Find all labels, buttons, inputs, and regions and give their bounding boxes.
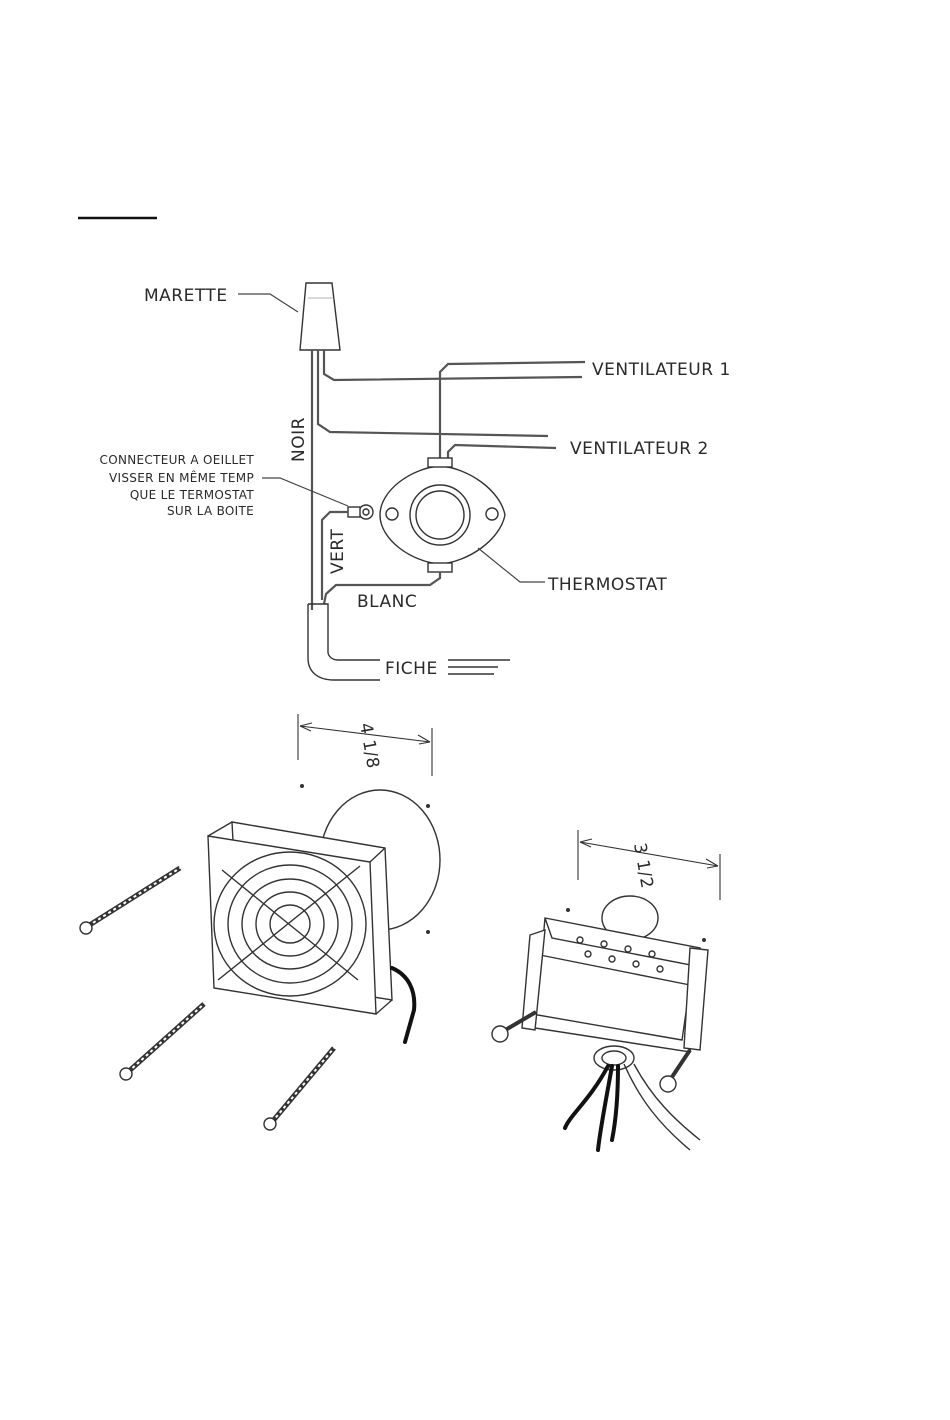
marette-label: MARETTE bbox=[144, 286, 228, 306]
connector-leader bbox=[262, 478, 348, 506]
noir-label: NOIR bbox=[289, 417, 309, 462]
ring-connector bbox=[348, 505, 373, 519]
box-dimension-label: 3 1/2 bbox=[629, 841, 657, 890]
wiring-diagram: MARETTE VENTILATEUR 1 VENTILATEUR 2 NOIR… bbox=[100, 283, 731, 680]
screw-icon bbox=[264, 1048, 334, 1130]
blanc-label: BLANC bbox=[357, 592, 417, 612]
fan-dimension-label: 4 1/8 bbox=[355, 721, 383, 770]
marette-wire-nut bbox=[300, 283, 340, 350]
box-body bbox=[535, 918, 700, 1052]
screw-icon bbox=[660, 1050, 690, 1092]
screw-icon bbox=[120, 1004, 204, 1080]
ventilateur-2-label: VENTILATEUR 2 bbox=[570, 439, 709, 459]
wire-thermostat-ventilateur-2 bbox=[448, 445, 556, 458]
marette-leader bbox=[238, 294, 298, 312]
connector-note-line-1: CONNECTEUR A OEILLET bbox=[100, 453, 255, 467]
ventilateur-1-label: VENTILATEUR 1 bbox=[592, 360, 731, 380]
fan-cable bbox=[392, 968, 414, 1042]
box-grommet bbox=[594, 1046, 634, 1070]
box-dimension: 3 1/2 bbox=[578, 830, 720, 900]
thermostat-label: THERMOSTAT bbox=[547, 575, 667, 595]
connector-note-line-3: QUE LE TERMOSTAT bbox=[130, 488, 255, 502]
connector-note: CONNECTEUR A OEILLET VISSER EN MÊME TEMP… bbox=[100, 453, 255, 518]
connector-note-line-2: VISSER EN MÊME TEMP bbox=[109, 470, 254, 485]
box-assembly: 3 1/2 bbox=[492, 830, 720, 1150]
screw-icon bbox=[80, 868, 180, 934]
fan-frame-front bbox=[208, 836, 376, 1014]
fan-dimension: 4 1/8 bbox=[298, 714, 432, 776]
connector-note-line-4: SUR LA BOITE bbox=[167, 504, 254, 518]
fiche-label: FICHE bbox=[385, 659, 438, 679]
fan-assembly: 4 1/8 bbox=[80, 714, 440, 1130]
thermostat-leader bbox=[478, 548, 545, 582]
vert-label: VERT bbox=[328, 529, 348, 574]
